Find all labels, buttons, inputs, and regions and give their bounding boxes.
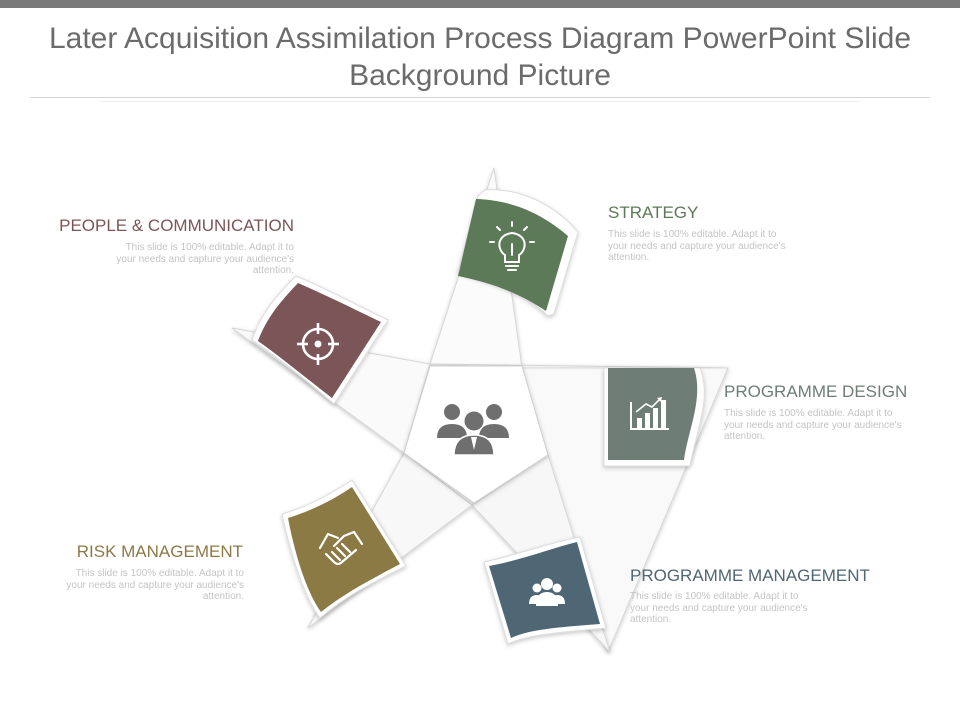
flag-programme-design: [603, 367, 705, 467]
segment-shape-risk-management: [288, 487, 400, 612]
flag-risk-management: [281, 479, 407, 619]
segment-shape-programme-management: [489, 542, 600, 638]
desc-people-communication: This slide is 100% editable. Adapt it to…: [116, 242, 294, 276]
target-icon: [297, 323, 339, 365]
page-title: Later Acquisition Assimilation Process D…: [48, 22, 912, 92]
desc-strategy: This slide is 100% editable. Adapt it to…: [608, 229, 786, 263]
people-group-icon: [437, 404, 509, 456]
team-icon: [529, 578, 565, 606]
top-bar: [0, 0, 960, 8]
label-risk-management: RISK MANAGEMENT: [76, 542, 243, 561]
bar-chart-icon: [630, 397, 669, 430]
label-people-communication: PEOPLE & COMMUNICATION: [59, 216, 294, 235]
desc-risk-management: This slide is 100% editable. Adapt it to…: [66, 568, 244, 602]
flag-strategy: [457, 189, 579, 317]
label-programme-design: PROGRAMME DESIGN: [724, 382, 908, 401]
segment-shape-people-communication: [258, 283, 381, 398]
desc-programme-design: This slide is 100% editable. Adapt it to…: [724, 408, 902, 442]
segment-shape-programme-design: [608, 368, 698, 460]
lightbulb-icon: [489, 221, 535, 271]
handshake-icon: [318, 530, 364, 566]
label-strategy: STRATEGY: [608, 203, 699, 222]
desc-programme-management: This slide is 100% editable. Adapt it to…: [630, 591, 808, 625]
title-divider: [30, 97, 930, 98]
label-programme-management: PROGRAMME MANAGEMENT: [630, 566, 870, 585]
flag-people-communication: [251, 275, 389, 405]
title-divider-shadow: [100, 101, 860, 102]
flag-programme-management: [483, 536, 607, 645]
